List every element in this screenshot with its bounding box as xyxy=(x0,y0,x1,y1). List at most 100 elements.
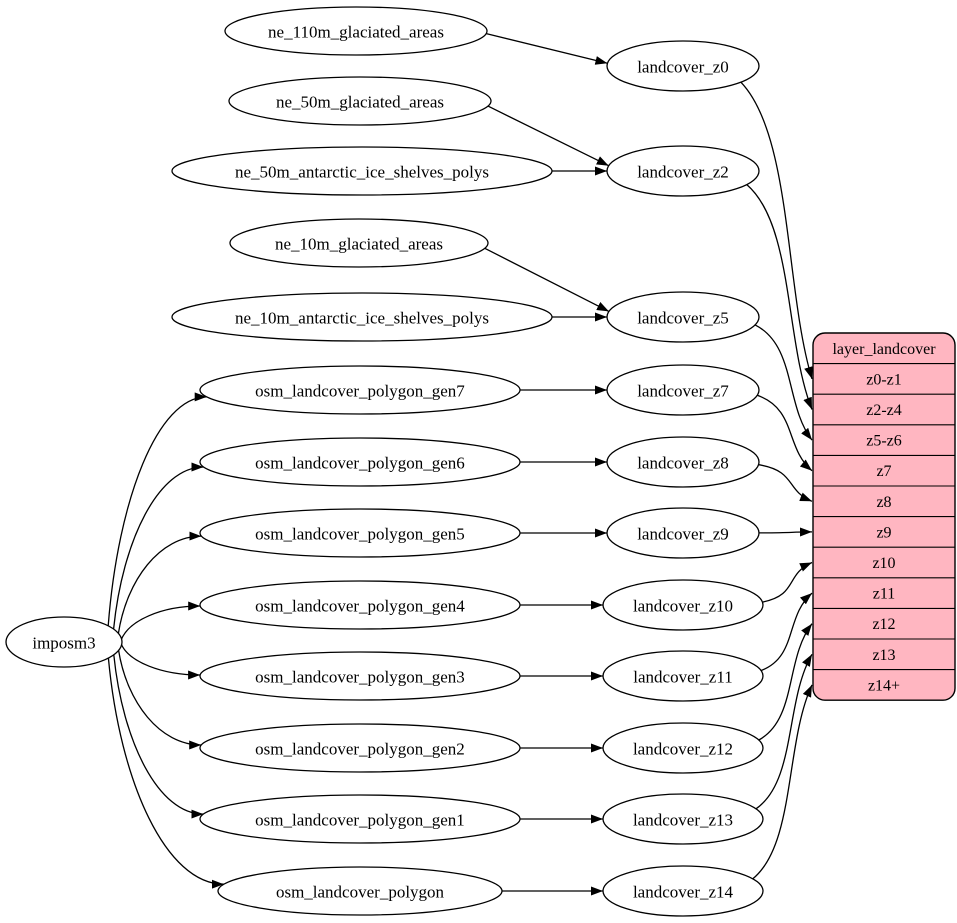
edge-ne_50m_glaciated_areas-to-landcover_z2 xyxy=(487,105,609,167)
edge-landcover_z0-to-row-z0-z1 xyxy=(740,81,813,380)
node-ellipse xyxy=(171,292,553,342)
node-label: landcover_z2 xyxy=(637,163,729,182)
node-ellipse xyxy=(228,76,492,126)
node-ellipse xyxy=(199,365,521,415)
node-label: osm_landcover_polygon_gen4 xyxy=(255,597,465,616)
node-ne_10m_glaciated_areas: ne_10m_glaciated_areas xyxy=(229,218,489,268)
edge-landcover_z7-to-row-z7 xyxy=(756,394,813,472)
node-imposm3: imposm3 xyxy=(5,616,123,668)
node-ellipse xyxy=(199,794,521,844)
node-label: landcover_z5 xyxy=(637,309,729,328)
node-label: osm_landcover_polygon_gen1 xyxy=(255,811,465,830)
node-label: ne_50m_antarctic_ice_shelves_polys xyxy=(235,163,489,182)
edge-imposm3-to-osm_landcover_polygon_gen6 xyxy=(112,462,204,630)
node-ellipse xyxy=(199,508,521,558)
node-landcover_z7: landcover_z7 xyxy=(606,364,760,416)
node-label: osm_landcover_polygon_gen7 xyxy=(255,382,465,401)
node-ne_10m_antarctic_ice_shelves_polys: ne_10m_antarctic_ice_shelves_polys xyxy=(171,292,553,342)
edge-landcover_z11-to-row-z11 xyxy=(760,592,813,672)
table-row-z0-z1: z0-z1 xyxy=(866,371,902,388)
node-osm_landcover_polygon_gen5: osm_landcover_polygon_gen5 xyxy=(199,508,521,558)
node-ellipse xyxy=(199,723,521,773)
table-row-z13: z13 xyxy=(872,647,895,664)
edge-landcover_z5-to-row-z5-z6 xyxy=(754,324,813,441)
edge-landcover_z8-to-row-z8 xyxy=(758,464,813,502)
edge-landcover_z2-to-row-z2-z4 xyxy=(746,184,813,410)
node-ellipse xyxy=(171,146,553,196)
table-row-z5-z6: z5-z6 xyxy=(866,433,902,450)
table-layer_landcover: layer_landcoverz0-z1z2-z4z5-z6z7z8z9z10z… xyxy=(812,332,956,701)
edge-landcover_z9-to-row-z9 xyxy=(758,527,813,537)
node-osm_landcover_polygon: osm_landcover_polygon xyxy=(217,866,503,916)
node-landcover_z0: landcover_z0 xyxy=(606,40,760,92)
edge-imposm3-to-osm_landcover_polygon xyxy=(107,658,224,889)
node-ellipse xyxy=(606,507,760,559)
node-ellipse xyxy=(602,793,764,845)
node-osm_landcover_polygon_gen4: osm_landcover_polygon_gen4 xyxy=(199,580,521,630)
edge-ne_110m_glaciated_areas-to-landcover_z0 xyxy=(486,32,608,65)
node-osm_landcover_polygon_gen7: osm_landcover_polygon_gen7 xyxy=(199,365,521,415)
node-ellipse xyxy=(606,291,760,343)
edge-imposm3-to-osm_landcover_polygon_gen3 xyxy=(121,644,201,680)
node-ellipse xyxy=(199,437,521,487)
node-label: osm_landcover_polygon xyxy=(276,883,445,902)
node-osm_landcover_polygon_gen1: osm_landcover_polygon_gen1 xyxy=(199,794,521,844)
table-row-z9: z9 xyxy=(876,524,891,541)
node-label: landcover_z7 xyxy=(637,382,729,401)
node-label: landcover_z14 xyxy=(633,883,734,902)
node-ellipse xyxy=(5,616,123,668)
node-label: ne_50m_glaciated_areas xyxy=(276,93,444,112)
node-label: osm_landcover_polygon_gen5 xyxy=(255,525,465,544)
edge-imposm3-to-osm_landcover_polygon_gen5 xyxy=(117,531,202,634)
table-row-z11: z11 xyxy=(873,586,896,603)
node-landcover_z11: landcover_z11 xyxy=(602,650,764,702)
node-landcover_z13: landcover_z13 xyxy=(602,793,764,845)
edges-layer xyxy=(107,32,813,896)
edge-imposm3-to-osm_landcover_polygon_gen1 xyxy=(113,654,204,819)
node-ellipse xyxy=(602,579,764,631)
table-row-z2-z4: z2-z4 xyxy=(866,402,902,419)
node-label: landcover_z11 xyxy=(633,668,732,687)
node-label: landcover_z10 xyxy=(633,597,733,616)
node-label: ne_110m_glaciated_areas xyxy=(268,23,444,42)
edge-landcover_z14-to-row-z14+ xyxy=(752,684,813,880)
node-ne_50m_antarctic_ice_shelves_polys: ne_50m_antarctic_ice_shelves_polys xyxy=(171,146,553,196)
node-ne_50m_glaciated_areas: ne_50m_glaciated_areas xyxy=(228,76,492,126)
node-ellipse xyxy=(602,722,764,774)
node-ellipse xyxy=(217,866,503,916)
node-osm_landcover_polygon_gen6: osm_landcover_polygon_gen6 xyxy=(199,437,521,487)
node-ellipse xyxy=(199,651,521,701)
node-ellipse xyxy=(229,218,489,268)
node-ellipse xyxy=(606,145,760,197)
node-landcover_z8: landcover_z8 xyxy=(606,436,760,488)
edge-imposm3-to-osm_landcover_polygon_gen2 xyxy=(117,650,202,750)
node-label: ne_10m_glaciated_areas xyxy=(275,235,443,254)
node-landcover_z10: landcover_z10 xyxy=(602,579,764,631)
node-label: landcover_z12 xyxy=(633,740,733,759)
node-label: landcover_z13 xyxy=(633,811,733,830)
table-row-z8: z8 xyxy=(876,494,891,511)
node-label: osm_landcover_polygon_gen2 xyxy=(255,740,465,759)
node-landcover_z9: landcover_z9 xyxy=(606,507,760,559)
node-landcover_z14: landcover_z14 xyxy=(602,865,764,917)
node-ellipse xyxy=(602,865,764,917)
edge-ne_10m_glaciated_areas-to-landcover_z5 xyxy=(484,247,610,312)
node-landcover_z12: landcover_z12 xyxy=(602,722,764,774)
table-row-z14+: z14+ xyxy=(868,677,900,694)
node-label: landcover_z8 xyxy=(637,454,729,473)
node-landcover_z2: landcover_z2 xyxy=(606,145,760,197)
node-ellipse xyxy=(199,580,521,630)
table-row-z12: z12 xyxy=(872,616,895,633)
table-row-z7: z7 xyxy=(876,463,891,480)
node-ellipse xyxy=(224,6,488,56)
table-row-z10: z10 xyxy=(872,555,895,572)
edge-imposm3-to-osm_landcover_polygon_gen4 xyxy=(121,601,201,640)
node-landcover_z5: landcover_z5 xyxy=(606,291,760,343)
node-label: landcover_z0 xyxy=(637,58,729,77)
edge-imposm3-to-osm_landcover_polygon_gen7 xyxy=(107,392,207,626)
edge-landcover_z12-to-row-z12 xyxy=(758,623,813,741)
node-label: ne_10m_antarctic_ice_shelves_polys xyxy=(235,309,489,328)
node-label: osm_landcover_polygon_gen3 xyxy=(255,668,465,687)
